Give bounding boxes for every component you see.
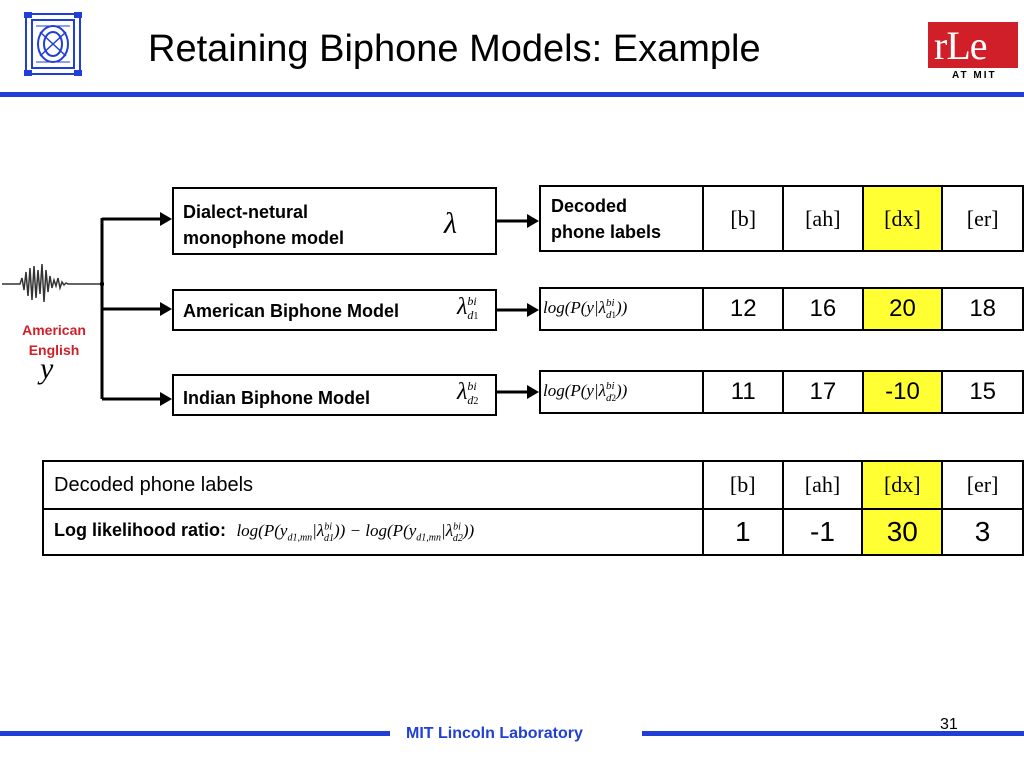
diagram-connectors bbox=[2, 212, 172, 406]
likelihood-ratio-table: Decoded phone labels [b] [ah] [dx] [er] … bbox=[42, 460, 1024, 556]
footer-text: MIT Lincoln Laboratory bbox=[406, 725, 583, 742]
rle-logo-subtext: AT MIT bbox=[952, 70, 997, 81]
waveform-icon bbox=[2, 263, 100, 303]
decoded-labels-header-line2: phone labels bbox=[551, 221, 662, 242]
bottom-phone-er: [er] bbox=[941, 460, 1024, 510]
ratio-value-er: 3 bbox=[941, 508, 1024, 556]
model-to-table-arrows bbox=[497, 214, 539, 399]
american-score-ah: 16 bbox=[782, 287, 864, 331]
header-rule bbox=[0, 92, 1024, 97]
phone-er: [er] bbox=[941, 185, 1024, 252]
american-score-er: 18 bbox=[941, 287, 1024, 331]
american-score-b: 12 bbox=[702, 287, 785, 331]
ratio-label: Log likelihood ratio: bbox=[54, 520, 226, 541]
bottom-table-header: Decoded phone labels bbox=[42, 460, 704, 510]
american-model-label: American Biphone Model bbox=[183, 301, 400, 321]
indian-score-dx: -10 bbox=[861, 370, 944, 414]
ratio-value-dx: 30 bbox=[861, 508, 944, 556]
decoded-labels-header: Decoded phone labels bbox=[538, 185, 705, 252]
phone-ah: [ah] bbox=[782, 185, 864, 252]
phone-dx: [dx] bbox=[861, 185, 944, 252]
page-number: 31 bbox=[940, 716, 958, 733]
neutral-model-line1: Dialect-netural bbox=[183, 202, 309, 222]
bottom-phone-b: [b] bbox=[701, 460, 784, 510]
neutral-model-box: Dialect-netural monophone model λ bbox=[172, 187, 497, 255]
indian-score-ah: 17 bbox=[782, 370, 864, 414]
seal-logo-icon bbox=[24, 12, 82, 76]
american-score-dx: 20 bbox=[861, 287, 944, 331]
indian-model-label: Indian Biphone Model bbox=[183, 388, 370, 408]
rle-logo: rLe AT MIT bbox=[928, 22, 1018, 84]
neutral-model-label: Dialect-netural monophone model bbox=[183, 199, 344, 251]
input-symbol: y bbox=[40, 352, 54, 385]
ratio-formula: log(P(yd1,mn|λbid1)) − log(P(yd1,mn|λbid… bbox=[236, 521, 475, 544]
neutral-model-line2: monophone model bbox=[183, 228, 344, 248]
bottom-phone-ah: [ah] bbox=[781, 460, 864, 510]
footer-rule-right bbox=[642, 731, 1024, 736]
bottom-phone-dx: [dx] bbox=[861, 460, 944, 510]
ratio-value-ah: -1 bbox=[781, 508, 864, 556]
phone-b: [b] bbox=[702, 185, 784, 252]
rle-logo-text: rLe bbox=[934, 23, 988, 68]
ratio-row-label: Log likelihood ratio: log(P(yd1,mn|λbid1… bbox=[42, 508, 704, 556]
input-label-line1: American bbox=[22, 322, 86, 338]
input-label-line2: English bbox=[28, 342, 80, 358]
decoded-labels-table: Decoded phone labels [b] [ah] [dx] [er] bbox=[538, 185, 1024, 252]
neutral-model-symbol: λ bbox=[444, 207, 457, 240]
indian-score-er: 15 bbox=[941, 370, 1024, 414]
input-label: American English bbox=[14, 320, 94, 360]
ratio-value-b: 1 bbox=[701, 508, 784, 556]
decoded-labels-header-line1: Decoded bbox=[551, 195, 628, 216]
slide-title: Retaining Biphone Models: Example bbox=[148, 28, 761, 70]
footer-rule-left bbox=[0, 731, 390, 736]
indian-score-b: 11 bbox=[702, 370, 785, 414]
